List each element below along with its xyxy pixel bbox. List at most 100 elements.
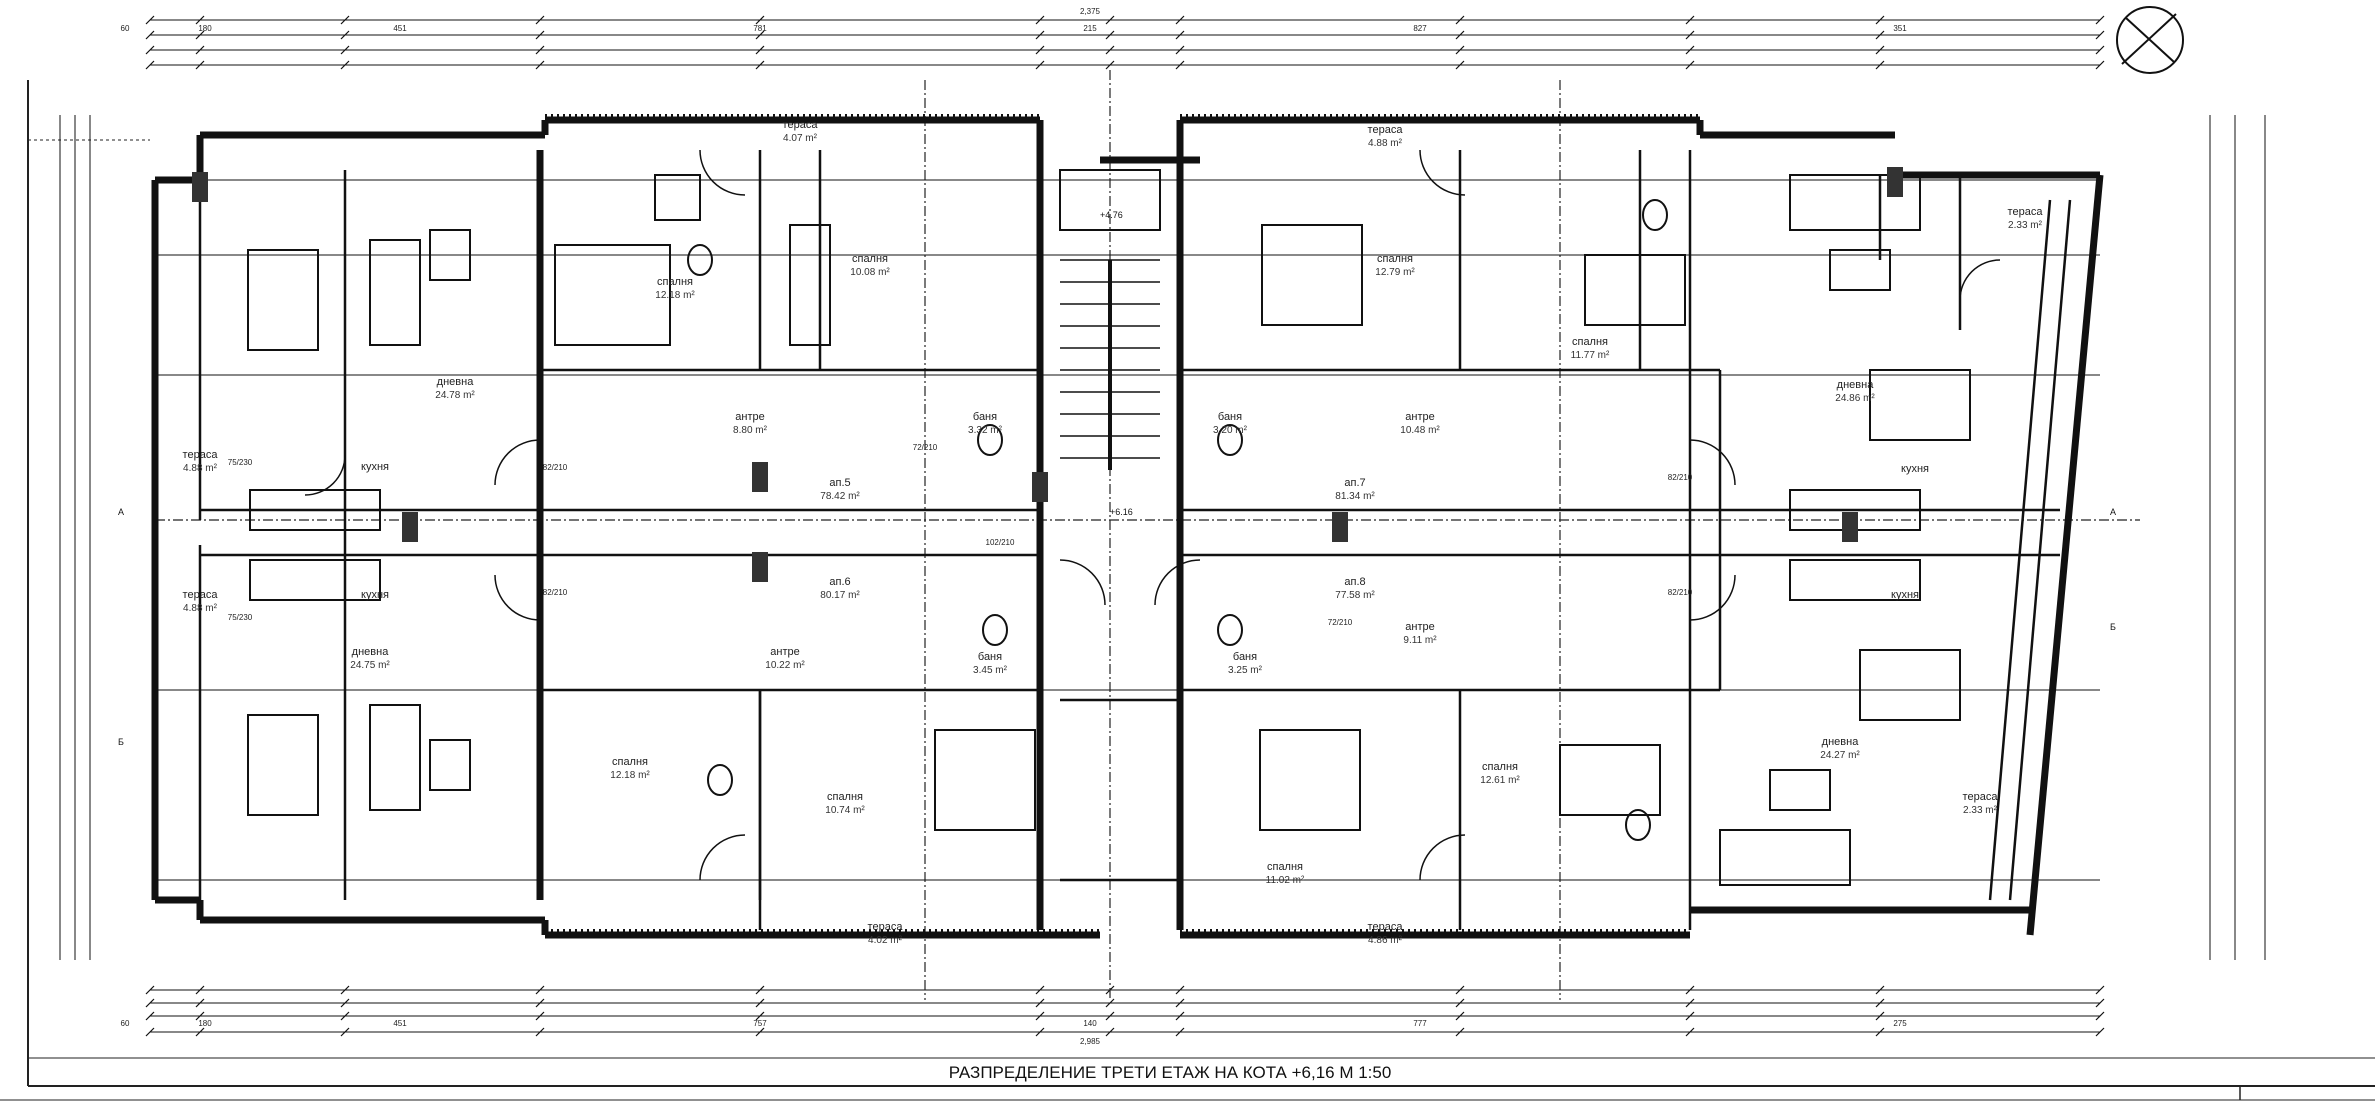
door-swing — [1419, 149, 1466, 196]
dimension-tick — [755, 998, 765, 1008]
dining-table — [247, 714, 319, 816]
door-swing — [699, 834, 746, 881]
section-marker: Б — [2110, 622, 2116, 632]
room-area: 10.08 m² — [850, 267, 890, 278]
sofa — [369, 239, 421, 346]
dimension-tick — [1035, 60, 1045, 70]
room-name: дневна — [1837, 379, 1875, 391]
room-area: 4.86 m² — [1368, 935, 1403, 946]
coffee-table — [429, 739, 471, 791]
room-name: антре — [770, 646, 799, 658]
dimension-tick — [1175, 30, 1185, 40]
fixture — [1625, 809, 1651, 841]
column — [402, 512, 418, 542]
bed — [1259, 729, 1361, 831]
room-area: 3.45 m² — [973, 665, 1008, 676]
dimension-tick — [1175, 45, 1185, 55]
dimension-tick — [1105, 45, 1115, 55]
dimension-tick — [1175, 1011, 1185, 1021]
room-area: 4.88 m² — [183, 463, 218, 474]
doors — [304, 149, 2001, 881]
dimension-tick — [755, 1011, 765, 1021]
dimension-tick — [145, 998, 155, 1008]
fixture — [982, 614, 1008, 646]
dimension: 215 — [1083, 24, 1097, 33]
room-area: 8.80 m² — [733, 425, 768, 436]
dimension-tick — [1105, 1027, 1115, 1037]
dimension-tick — [2095, 60, 2105, 70]
room-area: 10.74 m² — [825, 805, 865, 816]
dimension-tick — [1175, 998, 1185, 1008]
apartment-name: ап.6 — [829, 576, 850, 588]
dimension-tick — [195, 15, 205, 25]
dimension-tick — [755, 60, 765, 70]
dimension-tick — [1455, 1027, 1465, 1037]
dimension-tick — [1685, 985, 1695, 995]
dimension-tick — [755, 15, 765, 25]
room-name: спалня — [852, 253, 888, 265]
dining-table — [1869, 369, 1971, 441]
dimension-tick — [145, 30, 155, 40]
dimension-tick — [1455, 15, 1465, 25]
room-area: 4.88 m² — [183, 603, 218, 614]
column — [1332, 512, 1348, 542]
dimension-tick — [1035, 1027, 1045, 1037]
door-size: 72/210 — [1328, 618, 1353, 627]
dimension-labels: 2,375 60 180 451 781 215 827 351 60 180 … — [121, 7, 1908, 1046]
dimension-tick — [2095, 45, 2105, 55]
room-name: антре — [1405, 411, 1434, 423]
room-area: 4.02 m² — [868, 935, 903, 946]
dimension-tick — [340, 45, 350, 55]
room-area: 2.33 m² — [2008, 220, 2043, 231]
room-area: 11.77 m² — [1571, 350, 1610, 361]
dining-table — [1859, 649, 1961, 721]
door-size: 72/210 — [913, 443, 938, 452]
kitchen-counter — [249, 559, 381, 601]
door-swing — [1154, 559, 1201, 606]
dimension-tick — [535, 30, 545, 40]
dimension-tick — [1105, 15, 1115, 25]
dimension-tick — [535, 998, 545, 1008]
dimension-tick — [195, 985, 205, 995]
column — [192, 172, 208, 202]
room-name: кухня — [1891, 589, 1919, 601]
coffee-table — [1769, 769, 1831, 811]
dimension-tick — [340, 985, 350, 995]
coffee-table — [1829, 249, 1891, 291]
dimension-tick — [535, 1011, 545, 1021]
stair-level-mark: +4.76 — [1100, 210, 1123, 220]
room-area: 24.86 m² — [1835, 393, 1875, 404]
dimension-tick — [535, 60, 545, 70]
door-size: 82/210 — [1668, 473, 1693, 482]
room-area: 10.22 m² — [765, 660, 805, 671]
dimension-tick — [145, 15, 155, 25]
sofa — [1719, 829, 1851, 886]
room-area: 3.25 m² — [1228, 665, 1263, 676]
dimension-tick — [2095, 1027, 2105, 1037]
room-name: кухня — [361, 589, 389, 601]
dimension-tick — [1455, 45, 1465, 55]
room-name: кухня — [1901, 463, 1929, 475]
apartment-name: ап.8 — [1344, 576, 1365, 588]
dimension-tick — [1035, 1011, 1045, 1021]
room-name: тераса — [783, 119, 819, 131]
dimension-tick — [195, 45, 205, 55]
dimension-tick — [1035, 30, 1045, 40]
room-name: спалня — [1572, 336, 1608, 348]
top-total-dimension: 2,375 — [1080, 7, 1101, 16]
dimension-tick — [2095, 998, 2105, 1008]
dimension-tick — [1685, 60, 1695, 70]
door-swing — [1689, 439, 1736, 486]
walls — [151, 114, 2104, 939]
kitchen-counter — [1789, 559, 1921, 601]
dimension-tick — [145, 60, 155, 70]
dimension-tick — [535, 985, 545, 995]
room-area: 4.88 m² — [1368, 138, 1403, 149]
room-name: тераса — [1368, 124, 1404, 136]
dimension-tick — [145, 45, 155, 55]
dimension-tick — [535, 1027, 545, 1037]
room-name: кухня — [361, 461, 389, 473]
door-swing — [1689, 574, 1736, 621]
room-area: 12.79 m² — [1375, 267, 1415, 278]
